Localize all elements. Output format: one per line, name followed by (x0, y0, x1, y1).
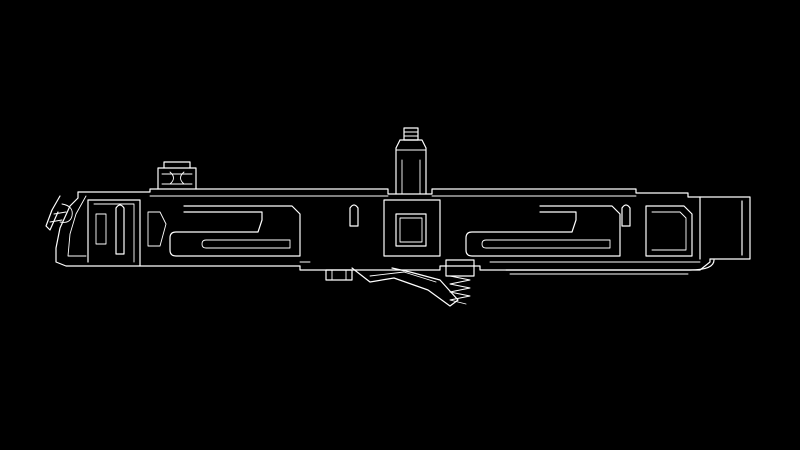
spindle-shaft (383, 127, 441, 257)
right-slot (465, 205, 621, 257)
top-clamp (157, 161, 197, 190)
main-housing (55, 188, 751, 275)
end-hook (45, 195, 73, 231)
pin-set (95, 204, 631, 255)
left-slot (169, 205, 301, 257)
nut-block (325, 269, 353, 281)
lower-lever-arm (351, 267, 459, 307)
coil-spring (445, 259, 475, 305)
